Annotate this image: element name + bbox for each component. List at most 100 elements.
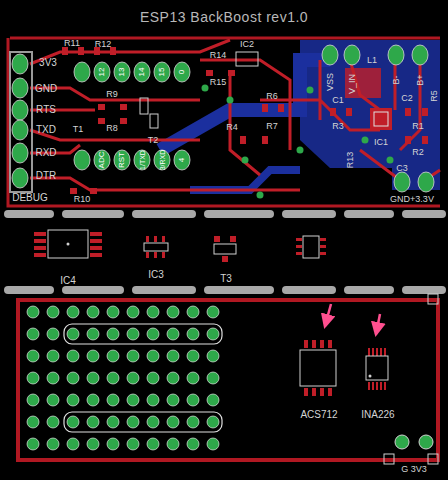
pin-label: RST: [118, 152, 126, 168]
silkscreen-label: R15: [210, 78, 227, 87]
header-pad: [134, 62, 150, 82]
silkscreen-label: GND: [35, 84, 57, 94]
via: [257, 192, 264, 199]
perf-pad: [27, 416, 39, 428]
perf-pad: [147, 328, 159, 340]
smd-pad: [320, 388, 324, 396]
pin-label: 1/TXD: [139, 150, 146, 170]
pin-label: 4: [178, 158, 186, 162]
silkscreen-label: T2: [148, 136, 159, 145]
smd-pad: [384, 348, 386, 356]
smd-pad: [384, 382, 386, 390]
silkscreen-label: R9: [106, 90, 118, 99]
perf-pad: [187, 350, 199, 362]
perf-pad: [207, 328, 219, 340]
silkscreen-label: G 3V3: [401, 465, 427, 474]
header-pad: [174, 62, 190, 82]
perf-pad: [187, 372, 199, 384]
perf-pad: [47, 306, 59, 318]
header-pad: [418, 172, 434, 192]
perf-pad: [107, 306, 119, 318]
silkscreen-label: C2: [401, 94, 413, 103]
perf-pad: [127, 394, 139, 406]
part-name: ACS712: [292, 410, 346, 420]
header-pad: [394, 172, 410, 192]
perf-pad: [27, 438, 39, 450]
perf-pad: [67, 394, 79, 406]
silkscreen-label: L1: [367, 56, 377, 65]
header-pad: [114, 150, 130, 170]
perf-pad: [87, 306, 99, 318]
smd-pad: [304, 388, 308, 396]
pad-row-outline: [64, 324, 222, 344]
silkscreen-label: 3V3: [39, 58, 57, 68]
perf-pad: [107, 394, 119, 406]
part-name: INA226: [356, 410, 400, 420]
silkscreen-label: VSS: [326, 73, 335, 91]
via: [227, 97, 234, 104]
perf-pad: [187, 328, 199, 340]
part-footprint: IC3: [138, 230, 174, 280]
silkscreen-label: R13: [346, 152, 355, 169]
silkscreen-label: R4: [226, 123, 238, 132]
header-pad: [134, 150, 150, 170]
pin-label: 3/RXD: [159, 150, 166, 171]
smd-pad: [312, 388, 316, 396]
perf-pad: [207, 306, 219, 318]
silkscreen-label: DEBUG: [12, 193, 48, 203]
board-title: ESP13 BackBoost rev1.0: [140, 10, 308, 24]
perf-pad: [167, 394, 179, 406]
header-pad: [94, 62, 110, 82]
header-pad: [12, 54, 28, 74]
perf-pad: [207, 394, 219, 406]
pin-label: 15: [158, 68, 166, 77]
loose-parts: [34, 230, 326, 262]
header-pad: [12, 120, 28, 140]
perf-pad: [207, 350, 219, 362]
perf-pad: [167, 416, 179, 428]
smd-pad: [376, 382, 378, 390]
smd-pad: [380, 348, 382, 356]
pad-layer: [12, 45, 434, 450]
perf-pad: [27, 394, 39, 406]
silkscreen-label: TXD: [36, 125, 56, 135]
via: [297, 147, 304, 154]
perf-pad: [207, 416, 219, 428]
smd-pad: [372, 382, 374, 390]
perf-pad: [127, 328, 139, 340]
silkscreen-label: R1: [412, 122, 424, 131]
perf-pad: [87, 394, 99, 406]
silkscreen-label: C1: [332, 96, 344, 105]
silkscreen-label: C3: [396, 164, 408, 173]
smd-pad: [376, 348, 378, 356]
perf-pad: [47, 372, 59, 384]
perf-pad: [147, 438, 159, 450]
part-footprint: T3: [206, 232, 246, 284]
perf-pad: [67, 372, 79, 384]
perf-pad: [87, 416, 99, 428]
header-pad: [154, 150, 170, 170]
silkscreen-label: RTS: [36, 105, 56, 115]
silkscreen-label: B+: [416, 74, 425, 85]
header-pad: [174, 150, 190, 170]
pin-label: 0: [178, 70, 186, 74]
part-footprint: INA226: [356, 342, 400, 420]
pad-row-outline: [64, 412, 222, 432]
silkscreen-label: DTR: [36, 171, 57, 181]
perf-pad: [107, 328, 119, 340]
smd-pad: [328, 388, 332, 396]
perf-pad: [87, 328, 99, 340]
smd-pad: [368, 382, 370, 390]
via: [242, 157, 249, 164]
perf-pad: [147, 350, 159, 362]
pin-label: 12: [98, 68, 106, 77]
silkscreen-label: R12: [95, 40, 112, 49]
header-pad: [12, 78, 28, 98]
perf-pad: [207, 372, 219, 384]
silkscreen-label: T1: [73, 125, 84, 134]
perf-pad: [27, 350, 39, 362]
smd-pad: [312, 340, 316, 348]
perf-pad: [127, 350, 139, 362]
pin-label: 13: [118, 68, 126, 77]
perf-pad: [187, 438, 199, 450]
